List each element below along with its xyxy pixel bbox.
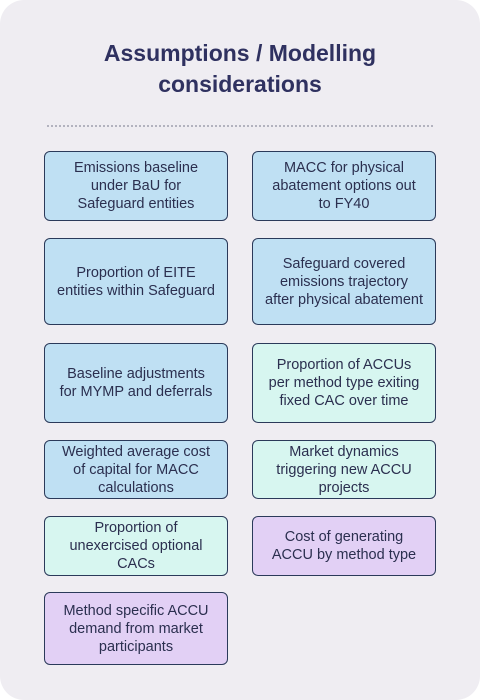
dotted-divider <box>47 125 433 127</box>
card-macc-physical-abatement: MACC for physical abatement options out … <box>252 151 436 221</box>
card-accu-generation-cost: Cost of generating ACCU by method type <box>252 516 436 576</box>
card-market-dynamics: Market dynamics triggering new ACCU proj… <box>252 440 436 499</box>
card-wacc: Weighted average cost of capital for MAC… <box>44 440 228 499</box>
page-title: Assumptions / Modelling considerations <box>103 40 377 97</box>
card-unexercised-optional-cacs: Proportion of unexercised optional CACs <box>44 516 228 576</box>
card-eite-proportion: Proportion of EITE entities within Safeg… <box>44 238 228 325</box>
card-method-specific-accu-demand: Method specific ACCU demand from market … <box>44 592 228 665</box>
card-baseline-adjustments: Baseline adjustments for MYMP and deferr… <box>44 343 228 423</box>
card-safeguard-emissions-trajectory: Safeguard covered emissions trajectory a… <box>252 238 436 325</box>
card-accu-proportion-fixed-cac: Proportion of ACCUs per method type exit… <box>252 343 436 423</box>
card-emissions-baseline: Emissions baseline under BaU for Safegua… <box>44 151 228 221</box>
